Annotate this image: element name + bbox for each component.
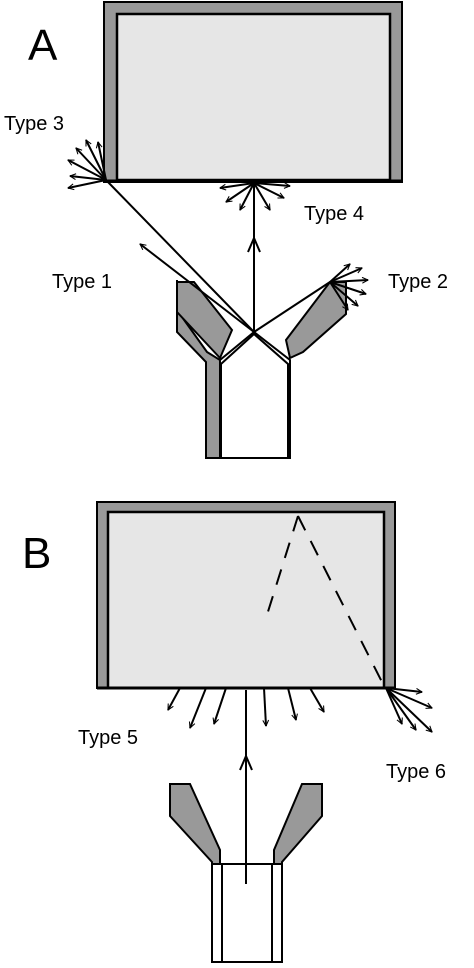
panel-a-scatter-type4 (220, 182, 290, 210)
panel-b-incident-beam (239, 690, 253, 884)
panel-a-rays (105, 179, 331, 333)
scatter-arrow (68, 159, 107, 181)
panel-b-internal-path (265, 515, 385, 687)
panel-a-ray-type3 (105, 179, 255, 333)
scatter-arrow (385, 687, 432, 732)
label-type5: Type 5 (78, 727, 138, 749)
panel-a-ray-type4-arrow (247, 235, 261, 253)
scatter-arrow (167, 687, 181, 710)
scatter-arrow (329, 280, 368, 282)
panel-b-scatter-type6 (385, 687, 432, 732)
label-type1: Type 1 (52, 271, 112, 293)
panel-a-chamber-interior (115, 12, 392, 182)
panel-b-chamber (96, 501, 396, 690)
panel-a-ray-type2 (253, 281, 331, 333)
scatter-arrow (214, 687, 227, 724)
panel-b-chamber-interior (106, 510, 386, 690)
scatter-arrow (385, 687, 432, 709)
scatter-arrow (226, 182, 255, 203)
scatter-arrow (239, 182, 255, 210)
scatter-arrow (253, 182, 271, 210)
panel-b-dashed-left (265, 515, 299, 619)
panel-a: A (4, 1, 448, 459)
scatter-arrow (385, 687, 417, 730)
scatter-arrow (287, 687, 296, 720)
panel-a-letter: A (28, 21, 58, 70)
panel-b: B (22, 501, 446, 963)
scatter-arrow (98, 142, 107, 181)
panel-b-scatter-type5 (167, 687, 325, 728)
scatter-arrow (329, 264, 350, 283)
panel-a-ray-type1 (140, 243, 255, 333)
scatter-arrow (85, 140, 107, 181)
panel-b-dashed-right (297, 515, 385, 687)
scatter-arrow (70, 176, 107, 181)
scatter-arrow (309, 687, 325, 712)
scatter-arrow (329, 281, 366, 294)
panel-a-scatter-type3 (68, 140, 107, 188)
scatter-arrow (385, 687, 403, 724)
scatter-arrow (329, 281, 349, 310)
panel-a-scatter-type2 (329, 264, 368, 310)
scatter-arrow (190, 687, 207, 728)
scatter-arrow (253, 182, 284, 199)
panel-a-nozzle-bore (220, 332, 289, 459)
scatter-arrow (68, 179, 107, 188)
label-type4: Type 4 (304, 203, 364, 225)
panel-a-nozzle (176, 280, 347, 459)
label-type2: Type 2 (388, 271, 448, 293)
label-type6: Type 6 (386, 761, 446, 783)
scatter-arrow (76, 148, 107, 181)
panel-a-nozzle-left-wing (176, 281, 234, 360)
scatter-arrow (329, 281, 358, 306)
scatter-arrow (264, 687, 266, 726)
panel-b-letter: B (22, 529, 51, 578)
panel-a-chamber (103, 1, 403, 183)
panel-b-beam-arrow (239, 753, 253, 771)
label-type3: Type 3 (4, 113, 64, 135)
scatter-arrow (220, 182, 255, 188)
scatter-arrow (385, 687, 422, 692)
scatter-arrow (253, 182, 290, 186)
scatter-arrow (329, 267, 362, 283)
